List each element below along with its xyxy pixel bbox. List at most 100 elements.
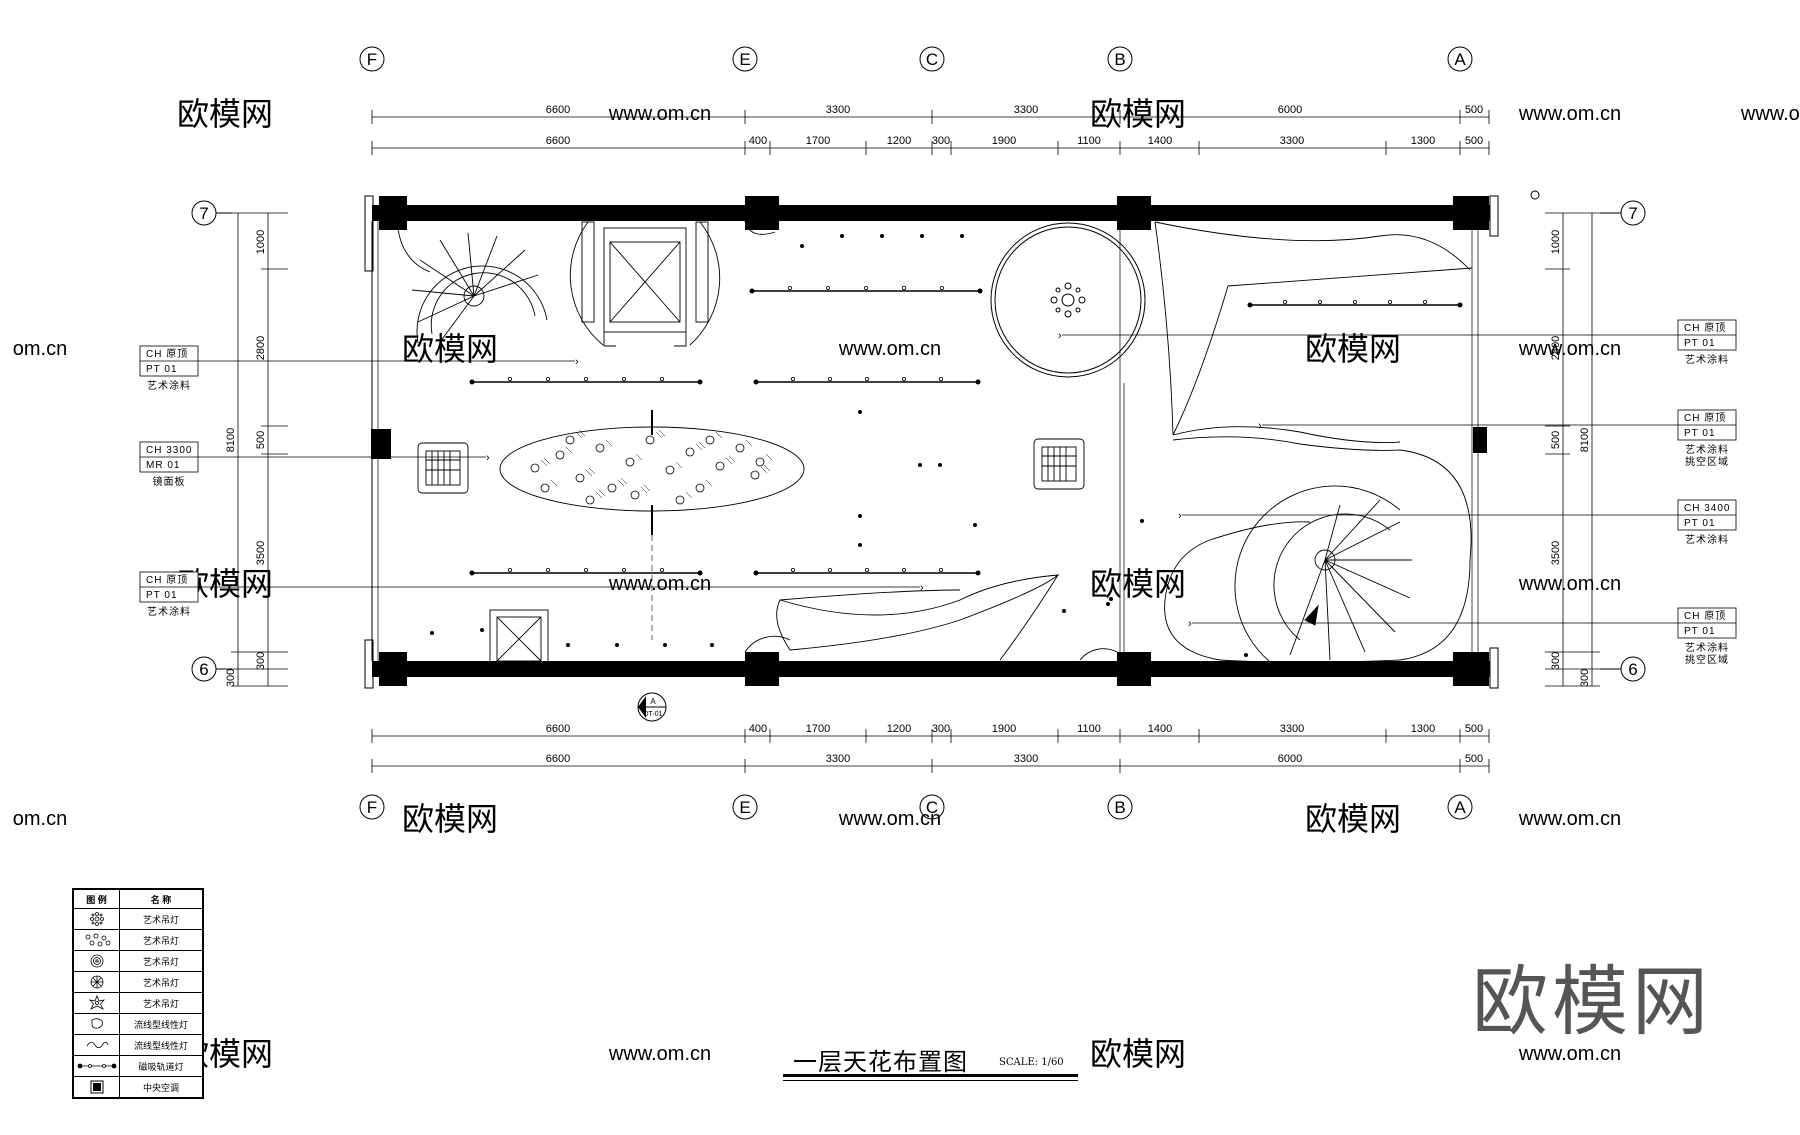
- downlight: [615, 643, 619, 647]
- downlight: [1106, 602, 1110, 606]
- grid-axes-bottom: F E C B A: [359, 794, 1473, 820]
- pendant-light: [645, 435, 655, 445]
- legend-row: 艺术吊灯: [73, 908, 203, 930]
- brand-watermark: 欧模网: [1472, 957, 1712, 1046]
- downlight: [1244, 653, 1248, 657]
- legend-table: 图 例 名 称 艺术吊灯 艺术吊灯 艺术吊灯 艺术吊灯 艺术吊灯 流线型线性灯: [72, 888, 204, 1099]
- legend-item-name: 艺术吊灯: [119, 908, 203, 930]
- leader-arrow: ›: [1058, 330, 1063, 342]
- tag-material: PT 01: [146, 364, 178, 375]
- tag-note: 艺术涂料: [1685, 443, 1729, 456]
- dim-label: 3300: [826, 753, 850, 765]
- watermark-url: www.om.cn: [1518, 573, 1621, 595]
- dim-label: 3300: [1014, 753, 1038, 765]
- legend-row: 艺术吊灯: [73, 929, 203, 951]
- spiral-stair-lower: [1234, 485, 1412, 663]
- dim-label: 300: [932, 723, 950, 735]
- spiral-stair-upper: [396, 220, 548, 344]
- dim-label: 1400: [1148, 135, 1172, 147]
- grid-axes-right: 7 6: [1600, 200, 1646, 682]
- legend-item-name: 中央空调: [119, 1076, 203, 1098]
- tag-note-secondary: 挑空区域: [1685, 455, 1729, 468]
- downlight: [1062, 609, 1066, 613]
- watermark-url: www.om.cn: [1518, 1043, 1621, 1065]
- dim-label: 1000: [1550, 230, 1562, 254]
- tag-material: MR 01: [146, 460, 180, 471]
- pendant-light: [565, 435, 575, 445]
- dim-label: 500: [255, 431, 267, 449]
- dim-label: 6000: [1278, 753, 1302, 765]
- track-light: [749, 285, 983, 294]
- dim-label: 400: [749, 135, 767, 147]
- dim-label: 1200: [887, 723, 911, 735]
- tag-note: 艺术涂料: [1685, 641, 1729, 654]
- leader-arrow: ›: [920, 582, 925, 594]
- tag-material: PT 01: [1684, 338, 1716, 349]
- downlight: [858, 410, 862, 414]
- pendant-light: [735, 443, 745, 453]
- dim-label: 6000: [1278, 104, 1302, 116]
- building-walls: [364, 190, 1540, 689]
- watermark-url: www.om.cn: [608, 103, 711, 125]
- downlight: [480, 628, 484, 632]
- dim-label: 8100: [225, 428, 237, 452]
- pendant-light: [540, 483, 550, 493]
- axis-label: F: [367, 798, 377, 817]
- dimension-bottom-inner: 6600 400 1700 1200 300 1900 1100 1400 33…: [371, 723, 1490, 743]
- elevator-shaft: [569, 220, 776, 347]
- legend-row: 艺术吊灯: [73, 950, 203, 972]
- watermark-brand: 欧模网: [1305, 331, 1401, 367]
- downlight: [918, 463, 922, 467]
- dim-label: 1900: [992, 135, 1016, 147]
- watermark-brand: 欧模网: [402, 801, 498, 837]
- legend-item-name: 磁吸轨道灯: [119, 1055, 203, 1077]
- leader-arrow: ›: [1178, 510, 1183, 522]
- track-light: [469, 376, 703, 385]
- legend-row: 艺术吊灯: [73, 971, 203, 993]
- dim-label: 3300: [1014, 104, 1038, 116]
- dim-label: 6600: [546, 723, 570, 735]
- watermark-url: www.om.cn: [608, 1043, 711, 1065]
- downlight: [920, 234, 924, 238]
- downlight: [710, 643, 714, 647]
- downlight: [960, 234, 964, 238]
- pendant-light: [630, 490, 640, 500]
- axis-label: E: [739, 50, 750, 69]
- drawing-title: 一层天花布置图: [793, 1048, 968, 1076]
- watermark-brand: 欧模网: [177, 96, 273, 132]
- pendant-light: [530, 463, 540, 473]
- pendant-light: [675, 495, 685, 505]
- tag-note: 艺术涂料: [1685, 533, 1729, 546]
- dim-label: 1100: [1077, 135, 1101, 147]
- axis-label: 6: [1628, 660, 1637, 679]
- downlight: [566, 643, 570, 647]
- oval-pendant-group: [530, 429, 773, 505]
- watermark-url: www.om.cn: [838, 338, 941, 360]
- tag-code: CH 3300: [146, 445, 192, 456]
- dim-label: 1900: [992, 723, 1016, 735]
- legend-row: 流线型线性灯: [73, 1013, 203, 1035]
- dim-label: 2800: [1550, 336, 1562, 360]
- grid-axes-left: 7 6: [191, 200, 232, 682]
- chandelier-wheel-icon: [90, 975, 103, 989]
- watermark-url: www.om.cn: [608, 573, 711, 595]
- axis-label: F: [367, 50, 377, 69]
- pendant-light: [695, 483, 705, 493]
- pendant-light: [665, 465, 675, 475]
- leader-arrow: ›: [1188, 618, 1193, 630]
- dim-label: 3500: [255, 541, 267, 565]
- legend-row: 流线型线性灯: [73, 1034, 203, 1056]
- dim-label: 1300: [1411, 135, 1435, 147]
- leader-arrow: ›: [486, 452, 491, 464]
- dim-label: 500: [1465, 723, 1483, 735]
- dimension-bottom-outer: 6600 3300 3300 6000 500: [371, 753, 1490, 773]
- watermark-url: www.om.cn: [1518, 338, 1621, 360]
- axis-label: B: [1114, 50, 1125, 69]
- dim-label: 6600: [546, 135, 570, 147]
- dim-label: 3300: [1280, 135, 1304, 147]
- legend-header-name: 名 称: [119, 889, 203, 909]
- pendant-light: [705, 435, 715, 445]
